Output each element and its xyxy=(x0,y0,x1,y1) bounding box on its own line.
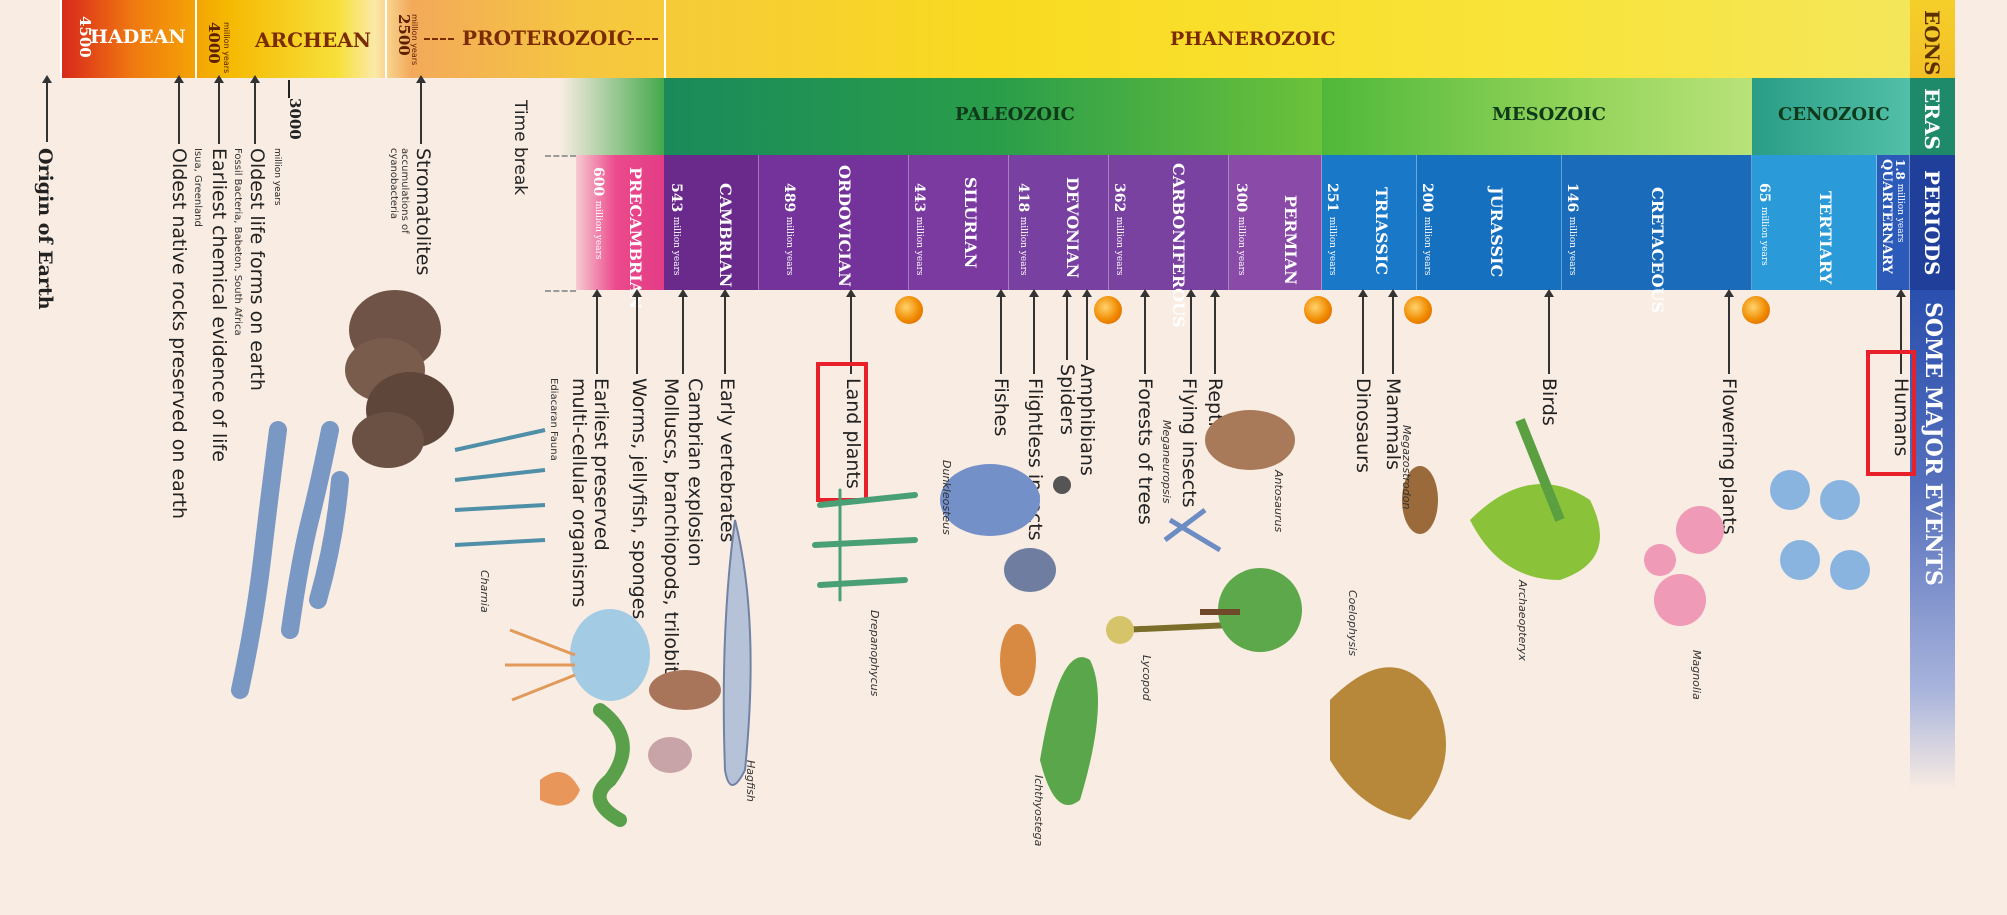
species-archaeopteryx: Archaeopteryx xyxy=(1516,580,1529,661)
ichthyostega-illustration xyxy=(1040,657,1098,805)
beetle-illustration xyxy=(1000,624,1036,696)
side-header-events-label: SOME MAJOR EVENTS xyxy=(1920,302,1946,586)
jellyfish-illustration xyxy=(505,609,650,701)
trilobite-illustration xyxy=(649,670,721,710)
anemone-illustration xyxy=(540,772,580,806)
species-megazostrodon: Megazostrodon xyxy=(1400,425,1413,509)
spider-illustration xyxy=(1053,476,1071,494)
dunkleosteus-illustration xyxy=(940,464,1040,536)
antosaurus-illustration xyxy=(1205,410,1295,470)
drepanophycus-illustration xyxy=(815,490,915,600)
side-header-eras-label: ERAS xyxy=(1920,88,1944,150)
species-coelophysis: Coelophysis xyxy=(1346,590,1359,656)
stromatolite-illustration xyxy=(345,290,454,468)
archaeopteryx-illustration xyxy=(1470,484,1600,580)
species-charnia: Charnia xyxy=(478,570,491,613)
species-meganeuropsis: Meganeuropsis xyxy=(1160,420,1173,503)
species-dunkleosteus: Dunkleosteus xyxy=(940,460,953,535)
species-drepanophycus: Drepanophycus xyxy=(868,610,881,696)
species-antosaurus: Antosaurus xyxy=(1272,470,1285,532)
magnolia-illustration xyxy=(1644,506,1724,626)
bacteria-illustration xyxy=(240,430,340,690)
humans-illustration xyxy=(1770,470,1870,590)
species-ichthyostega: Ichthyostega xyxy=(1032,775,1045,846)
illustration-layer xyxy=(0,0,1910,915)
flightless-insect-illustration xyxy=(1004,548,1056,592)
worm-illustration xyxy=(600,710,623,820)
species-hagfish: Hagfish xyxy=(744,760,757,802)
side-header-periods-label: PERIODS xyxy=(1920,170,1944,275)
shell-illustration xyxy=(648,737,692,773)
species-lycopod: Lycopod xyxy=(1140,655,1153,701)
species-magnolia: Magnolia xyxy=(1690,650,1703,700)
lycopod-illustration xyxy=(1120,625,1230,630)
coelophysis-illustration xyxy=(1330,667,1446,820)
side-header-eons-label: EONS xyxy=(1920,10,1944,75)
charnia-illustration xyxy=(455,430,545,545)
dragonfly-illustration xyxy=(1165,510,1220,550)
hagfish-illustration xyxy=(724,520,751,785)
